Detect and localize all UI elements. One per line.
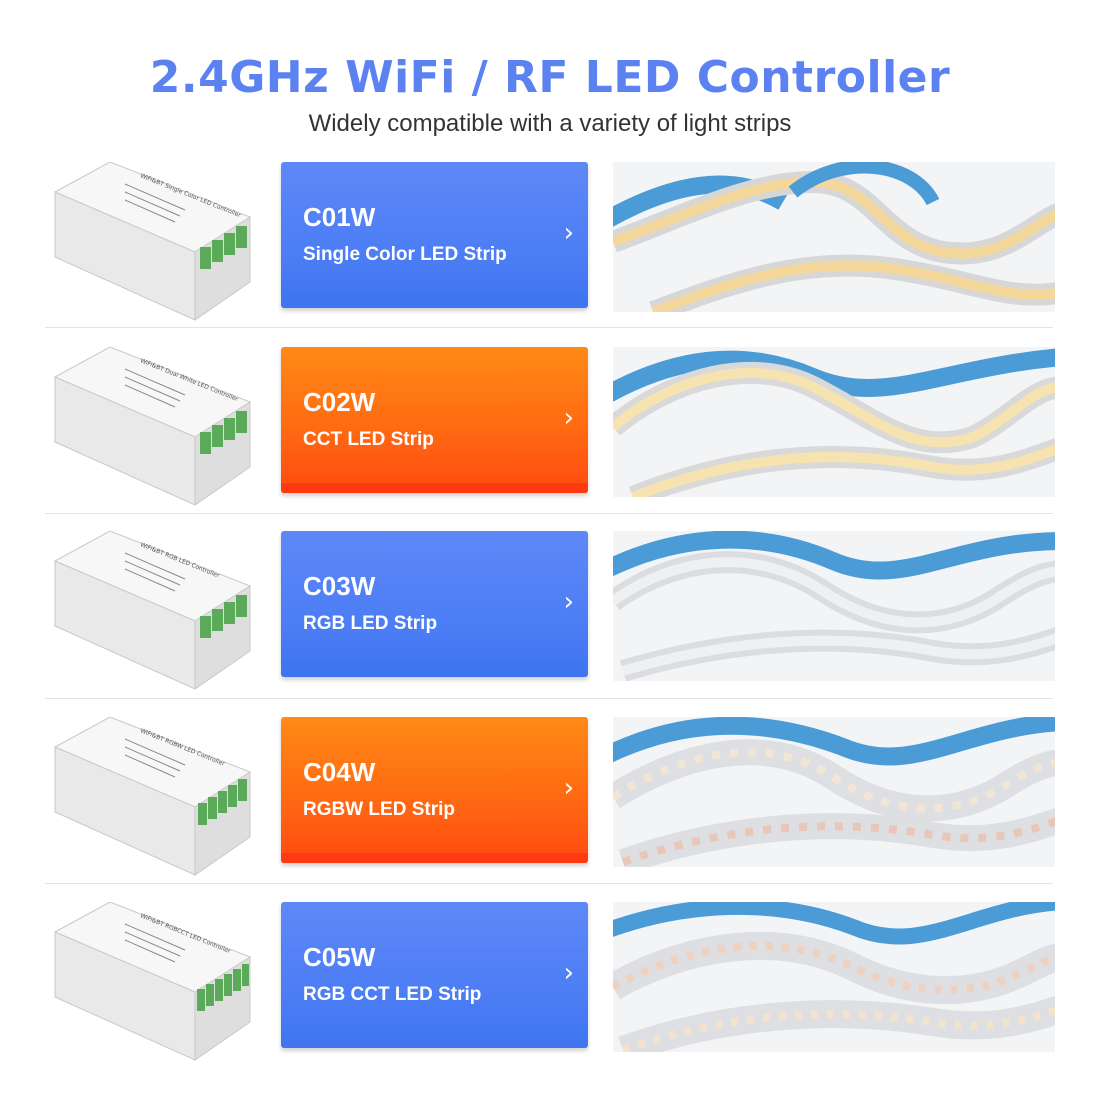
model-code: C03W: [303, 571, 376, 601]
model-description: CCT LED Strip: [303, 429, 434, 450]
controller-device-image: WiFi&BT Single Color LED Controller: [53, 162, 252, 321]
model-card-c02w[interactable]: C02W CCT LED Strip ›: [281, 347, 588, 493]
row-divider: [45, 883, 1053, 884]
controller-device-image: WiFi&BT RGB LED Controller: [53, 531, 252, 690]
controller-device-image: WiFi&BT RGBW LED Controller: [53, 717, 252, 876]
strip-photo-rgbw: [613, 717, 1055, 867]
model-code: C02W: [303, 387, 376, 417]
product-row-c04w: WiFi&BT RGBW LED Controller C04W RGBW LE…: [0, 717, 1100, 876]
controller-device-image: WiFi&BT RGBCCT LED Controller: [53, 902, 252, 1061]
model-description: RGB LED Strip: [303, 613, 438, 634]
chevron-right-icon: ›: [563, 403, 574, 433]
model-code: C05W: [303, 942, 376, 972]
chevron-right-icon: ›: [563, 587, 574, 617]
product-row-c01w: WiFi&BT Single Color LED Controller C01W…: [0, 162, 1100, 321]
product-row-c02w: WiFi&BT Dual White LED Controller C02W C…: [0, 347, 1100, 506]
strip-photo-single-color: [613, 162, 1055, 312]
controller-device-image: WiFi&BT Dual White LED Controller: [53, 347, 252, 506]
product-row-c03w: WiFi&BT RGB LED Controller C03W RGB LED …: [0, 531, 1100, 690]
page-title: 2.4GHz WiFi / RF LED Controller: [149, 52, 951, 103]
model-card-c03w[interactable]: C03W RGB LED Strip ›: [281, 531, 588, 677]
model-code: C04W: [303, 757, 376, 787]
model-description: RGB CCT LED Strip: [303, 984, 482, 1005]
model-description: Single Color LED Strip: [303, 244, 507, 265]
chevron-right-icon: ›: [563, 958, 574, 988]
strip-photo-cct: [613, 347, 1055, 497]
strip-photo-rgbcct: [613, 902, 1055, 1052]
row-divider: [45, 327, 1053, 328]
product-row-c05w: WiFi&BT RGBCCT LED Controller C05W RGB C…: [0, 902, 1100, 1061]
model-description: RGBW LED Strip: [303, 799, 455, 820]
model-card-c04w[interactable]: C04W RGBW LED Strip ›: [281, 717, 588, 863]
model-card-c05w[interactable]: C05W RGB CCT LED Strip ›: [281, 902, 588, 1048]
row-divider: [45, 513, 1053, 514]
chevron-right-icon: ›: [563, 773, 574, 803]
chevron-right-icon: ›: [563, 218, 574, 248]
page-subtitle: Widely compatible with a variety of ligh…: [308, 110, 792, 137]
row-divider: [45, 698, 1053, 699]
model-card-c01w[interactable]: C01W Single Color LED Strip ›: [281, 162, 588, 308]
model-code: C01W: [303, 202, 376, 232]
strip-photo-rgb: [613, 531, 1055, 681]
